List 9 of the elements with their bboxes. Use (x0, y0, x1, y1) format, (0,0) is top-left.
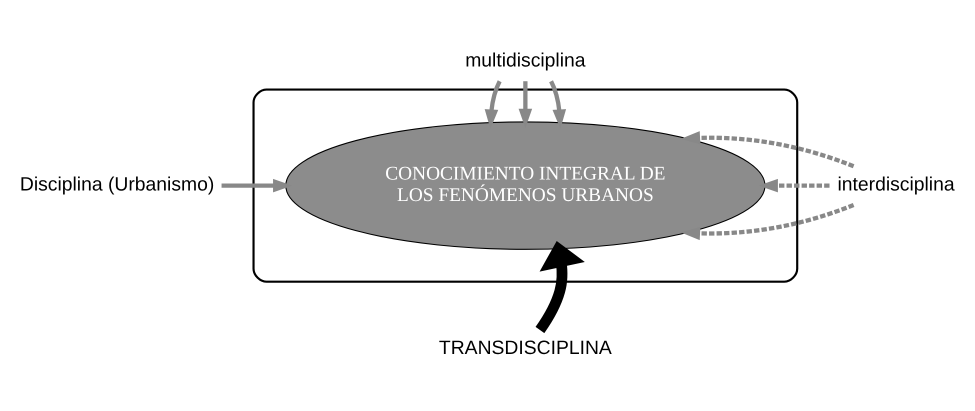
arrow (680, 203, 854, 240)
node-text: Disciplina (Urbanismo) (20, 174, 214, 196)
node-ellipse: CONOCIMIENTO INTEGRAL DE LOS FENÓMENOS URBANOS (285, 121, 766, 250)
node-text: interdisciplina (838, 174, 955, 196)
arrow (536, 240, 585, 334)
node-text: TRANSDISCIPLINA (438, 338, 612, 360)
node-text: multidisciplina (465, 50, 586, 72)
arrow (680, 131, 854, 168)
cluster (252, 88, 798, 283)
